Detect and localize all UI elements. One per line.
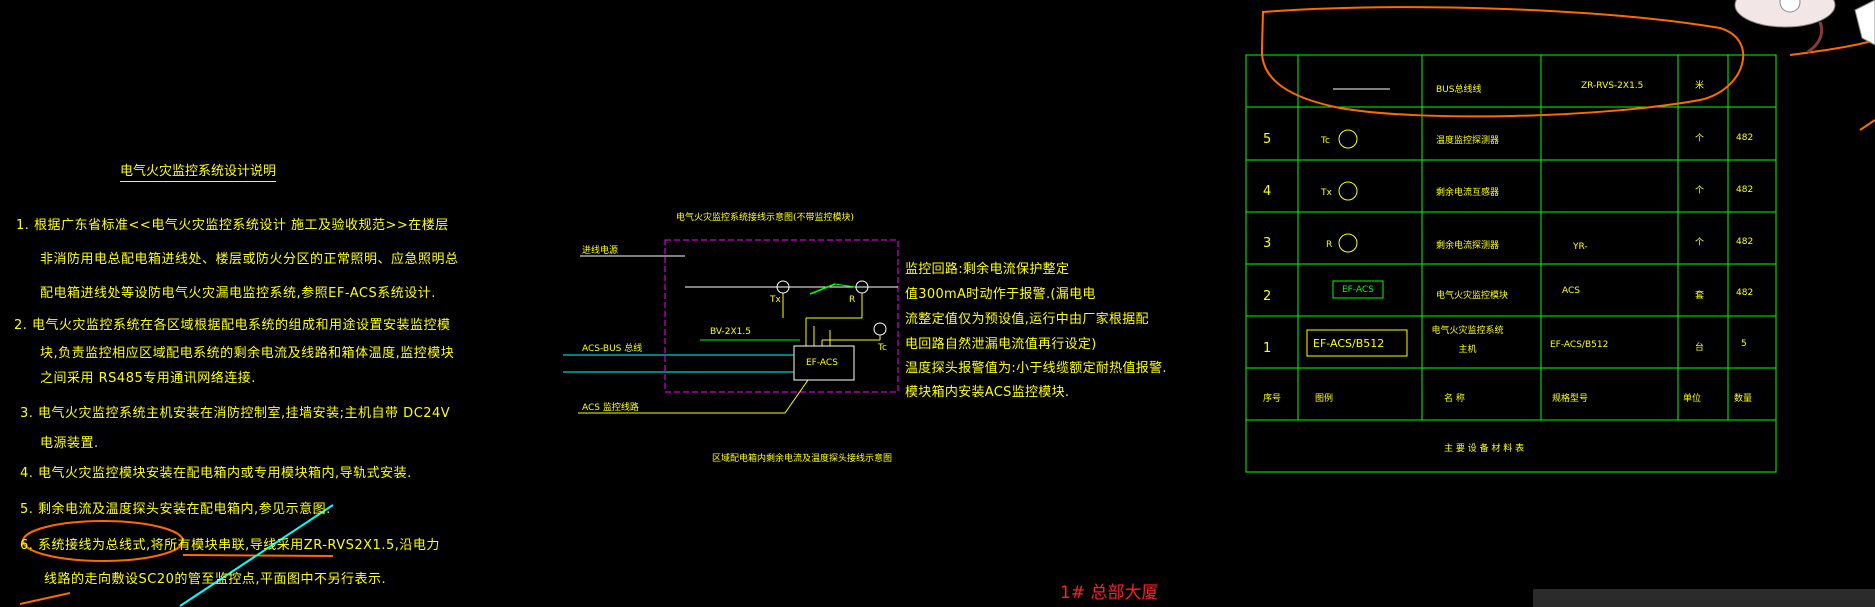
note-line: 3. 电气火灾监控系统主机安装在消防控制室,挂墙安装;主机自带 DC24V: [20, 406, 451, 421]
schematic-caption: 区域配电箱内剩余电流及温度探头接线示意图: [712, 454, 893, 464]
host-legend-box: [1306, 329, 1408, 357]
table-cell-symbol: EF-ACS/B512: [1313, 337, 1385, 350]
tc-legend-symbol: [1338, 129, 1358, 149]
orange-circle-annotation: [22, 520, 184, 562]
table-cell-model: ACS: [1562, 286, 1580, 296]
sticker-image: [1734, 0, 1875, 54]
table-cell-name: 剩余电流探测器: [1436, 241, 1500, 251]
note-line: 6. 系统接线为总线式,将所有模块串联,导线采用ZR-RVS2X1.5,沿电力: [20, 538, 440, 553]
table-header-no: 序号: [1263, 394, 1282, 404]
table-cell-symbol: Tx: [1321, 188, 1332, 198]
side-note: 流整定值仅为预设值,运行中由厂家根据配: [905, 312, 1149, 327]
orange-cloud-annotation: [1260, 6, 1745, 118]
side-note: 监控回路:剩余电流保护整定: [905, 262, 1070, 277]
r-label: R: [849, 295, 856, 305]
breaker-symbol: [809, 283, 836, 295]
table-cell-unit: 个: [1695, 238, 1705, 248]
side-note: 值300mA时动作于报警.(漏电电: [905, 287, 1096, 302]
note-line: 非消防用电总配电箱进线处、楼层或防火分区的正常照明、应急照明总: [40, 252, 459, 267]
notes-title: 电气火灾监控系统设计说明: [120, 160, 277, 182]
table-cell-unit: 个: [1695, 134, 1705, 144]
table-cell-no: 5: [1263, 132, 1272, 147]
table-cell-name: BUS总线线: [1436, 85, 1482, 95]
table-cell-symbol: EF-ACS: [1342, 285, 1374, 295]
table-cell-name: 温度监控探测器: [1436, 136, 1500, 146]
table-cell-no: 2: [1263, 289, 1272, 304]
table-header-model: 规格型号: [1552, 394, 1589, 404]
status-bar-fragment: [1533, 589, 1875, 607]
table-cell-no: 3: [1263, 236, 1272, 251]
distribution-box-outline: [664, 239, 899, 393]
ef-acs-legend-box: [1332, 280, 1384, 299]
table-cell-unit: 套: [1695, 291, 1705, 301]
note-line: 1. 根据广东省标准<<电气火灾监控系统设计 施工及验收规范>>在楼层: [16, 218, 449, 233]
table-cell-name: 电气火灾监控系统主机: [1431, 326, 1504, 355]
side-note: 温度探头报警值为:小于线缆额定耐热值报警.: [905, 361, 1167, 376]
incoming-power-label: 进线电源: [582, 246, 619, 256]
side-note: 电回路自然泄漏电流值再行设定): [905, 337, 1097, 352]
tx-legend-symbol: [1338, 181, 1358, 201]
note-line: 线路的走向敷设SC20的管至监控点,平面图中不另行表示.: [44, 572, 387, 587]
table-cell-unit: 个: [1695, 186, 1705, 196]
table-cell-model: ZR-RVS-2X1.5: [1581, 81, 1644, 91]
table-cell-no: 1: [1263, 341, 1272, 356]
table-cell-qty: 482: [1736, 185, 1754, 195]
project-title: 1# 总部大厦: [1060, 583, 1159, 603]
table-cell-model: EF-ACS/B512: [1550, 340, 1609, 350]
wiring-schematic: [563, 239, 899, 414]
ef-acs-module-box: [793, 345, 855, 381]
markup-annotations: [19, 6, 1875, 607]
table-cell-model: YR-: [1573, 242, 1588, 252]
note-line: 块,负责监控相应区域配电系统的剩余电流及线路和箱体温度,监控模块: [40, 346, 455, 361]
note-line: 2. 电气火灾监控系统在各区域根据配电系统的组成和用途设置安装监控模: [14, 318, 451, 333]
table-cell-qty: 5: [1741, 339, 1747, 349]
table-header-qty: 数量: [1734, 394, 1753, 404]
wire-spec-label: BV-2X1.5: [710, 327, 751, 337]
note-line: 配电箱进线处等设防电气火灾漏电监控系统,参照EF-ACS系统设计.: [40, 286, 436, 301]
note-line: 5. 剩余电流及温度探头安装在配电箱内,参见示意图.: [20, 502, 331, 517]
side-note: 模块箱内安装ACS监控模块.: [905, 385, 1070, 400]
table-cell-no: 4: [1263, 184, 1272, 199]
table-caption: 主 要 设 备 材 料 表: [1444, 444, 1525, 454]
table-cell-unit: 台: [1695, 343, 1705, 353]
note-line: 之间采用 RS485专用通讯网络连接.: [40, 371, 256, 386]
table-cell-name: 剩余电流互感器: [1436, 188, 1500, 198]
table-cell-symbol: Tc: [1321, 136, 1330, 146]
table-header-symbol: 图例: [1315, 394, 1334, 404]
table-cell-unit: 米: [1695, 81, 1705, 91]
orange-corner-annotation: [1789, 39, 1875, 56]
r-legend-symbol: [1338, 233, 1358, 253]
orange-side-annotation: [1859, 119, 1875, 131]
orange-stroke-annotation: [19, 592, 71, 605]
tc-sensor-symbol: [873, 322, 887, 336]
table-cell-qty: 482: [1736, 288, 1754, 298]
materials-table-grid: [1245, 54, 1777, 473]
table-cell-symbol: R: [1326, 240, 1333, 250]
cyan-stroke-annotation: [179, 504, 334, 607]
table-cell-name: 电气火灾监控模块: [1436, 291, 1509, 301]
tc-label: Tc: [878, 343, 887, 353]
table-cell-qty: 482: [1736, 133, 1754, 143]
table-header-unit: 单位: [1683, 394, 1702, 404]
module-label: EF-ACS: [806, 358, 838, 368]
tx-label: Tx: [770, 295, 781, 305]
acs-bus-label: ACS-BUS 总线: [582, 344, 643, 354]
table-cell-qty: 482: [1736, 237, 1754, 247]
schematic-title: 电气火灾监控系统接线示意图(不带监控模块): [676, 213, 855, 223]
note-line: 电源装置.: [40, 436, 99, 451]
note-line: 4. 电气火灾监控模块安装在配电箱内或专用模块箱内,导轨式安装.: [20, 466, 412, 481]
acs-monitor-label: ACS 监控线路: [582, 403, 639, 413]
acs-monitor-line: [578, 379, 809, 414]
table-header-name: 名 称: [1444, 394, 1465, 404]
